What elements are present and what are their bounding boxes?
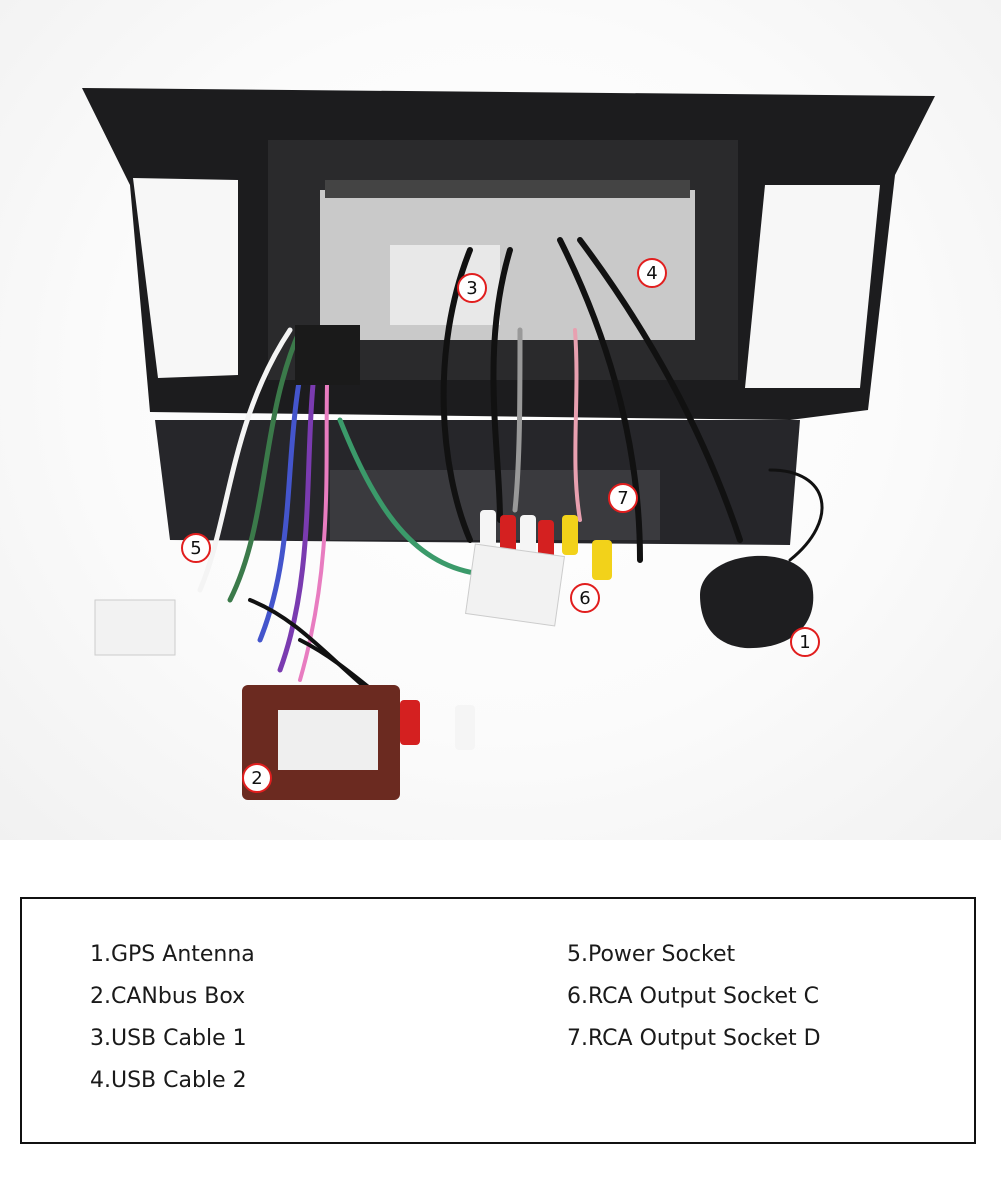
heatsink bbox=[325, 180, 690, 198]
legend-item-rca-output-d: 7.RCA Output Socket D bbox=[567, 1026, 821, 1051]
legend-item-usb-cable-1: 3.USB Cable 1 bbox=[90, 1026, 247, 1051]
legend-item-power-socket: 5.Power Socket bbox=[567, 942, 736, 967]
legend-item-canbus-box: 2.CANbus Box bbox=[90, 984, 246, 1009]
legend-item-rca-output-c: 6.RCA Output Socket C bbox=[567, 984, 819, 1009]
legend-item-usb-cable-2: 4.USB Cable 2 bbox=[90, 1068, 247, 1093]
head-unit-illustration bbox=[82, 88, 935, 800]
legend-column-left: 1.GPS Antenna 2.CANbus Box 3.USB Cable 1… bbox=[90, 939, 255, 1107]
power-connector bbox=[94, 599, 176, 656]
product-photo: 1 2 3 4 5 6 7 bbox=[0, 0, 1001, 840]
parts-legend: 1.GPS Antenna 2.CANbus Box 3.USB Cable 1… bbox=[20, 897, 976, 1144]
legend-item-gps-antenna: 1.GPS Antenna bbox=[90, 942, 255, 967]
rca-plugs bbox=[480, 510, 612, 580]
callout-5: 5 bbox=[181, 533, 211, 563]
rca-connector-block bbox=[465, 543, 565, 627]
frame-cutout-left bbox=[133, 178, 238, 378]
frame-cutout-right bbox=[745, 185, 880, 388]
callout-2: 2 bbox=[242, 763, 272, 793]
callout-4: 4 bbox=[637, 258, 667, 288]
main-connector bbox=[295, 325, 360, 385]
gps-antenna bbox=[700, 555, 814, 649]
callout-1: 1 bbox=[790, 627, 820, 657]
legend-column-right: 5.Power Socket 6.RCA Output Socket C 7.R… bbox=[567, 939, 821, 1065]
callout-7: 7 bbox=[608, 483, 638, 513]
callout-6: 6 bbox=[570, 583, 600, 613]
canbus-label bbox=[278, 710, 378, 770]
callout-3: 3 bbox=[457, 273, 487, 303]
